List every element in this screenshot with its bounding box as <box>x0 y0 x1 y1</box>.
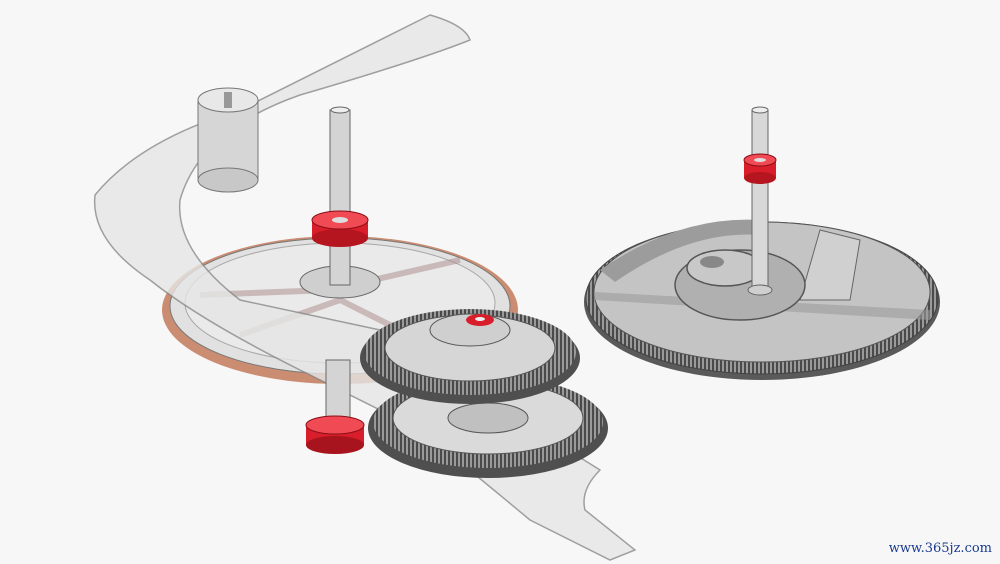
large-wheel-right <box>584 106 940 380</box>
jewel-right <box>743 153 777 184</box>
bridge-screw <box>197 87 259 193</box>
jewel-left-bottom <box>305 359 365 454</box>
watermark-text: www.365jz.com <box>888 541 992 556</box>
jewel-center <box>466 314 494 326</box>
front-wheel-upper <box>360 309 580 404</box>
jewel-left-top <box>311 210 369 247</box>
